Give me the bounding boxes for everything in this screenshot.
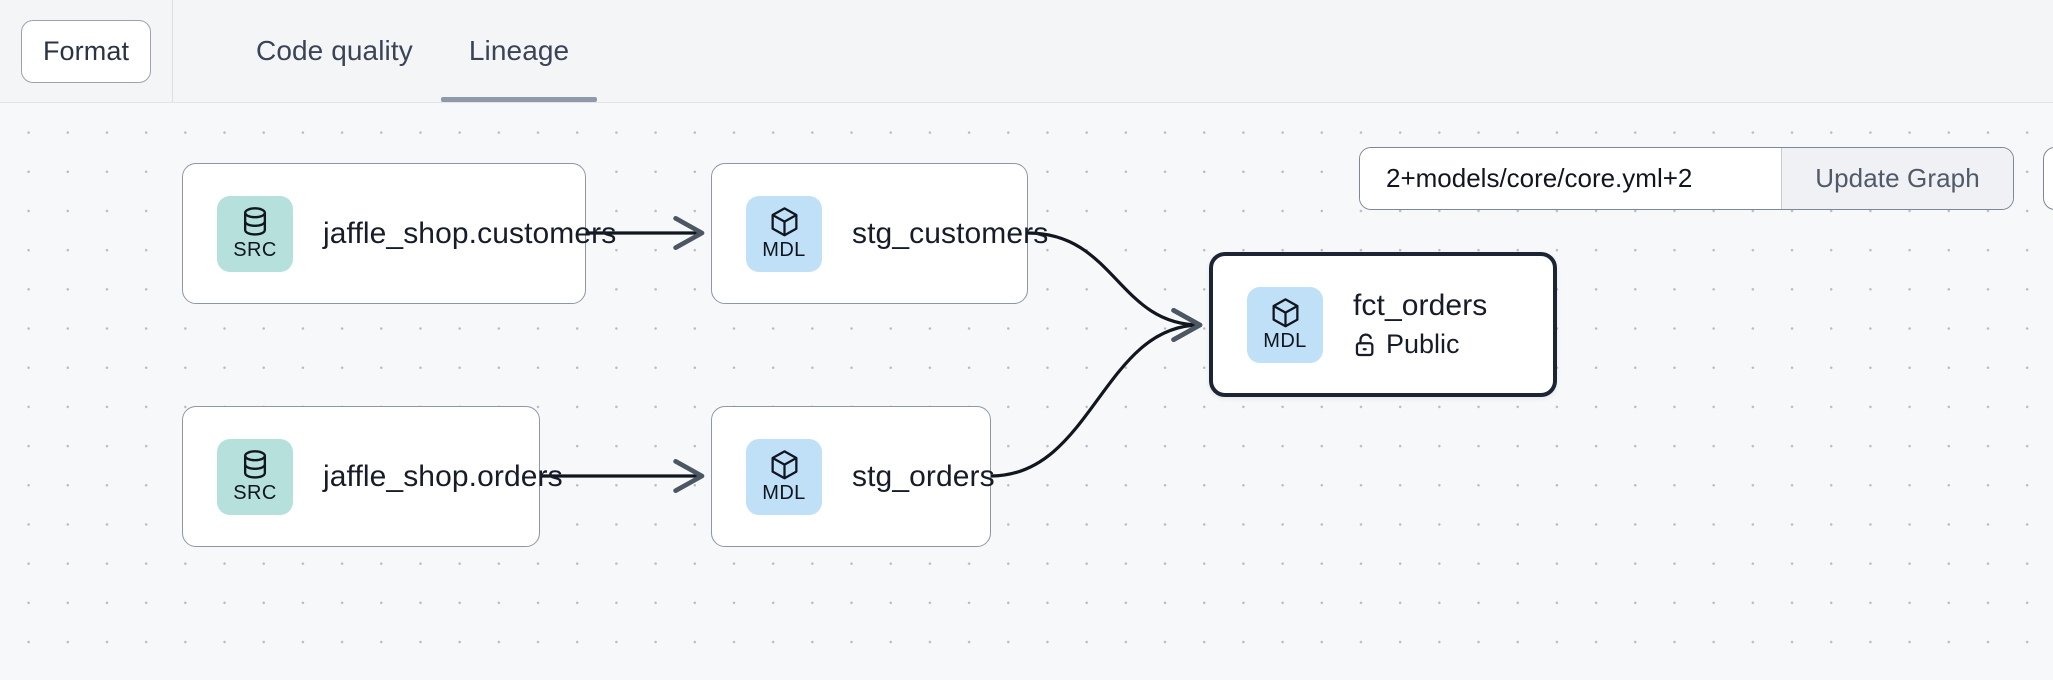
node-body: stg_customers bbox=[852, 217, 1048, 251]
tab-lineage[interactable]: Lineage bbox=[440, 0, 598, 102]
graph-node-jaffle-shop-customers[interactable]: SRC jaffle_shop.customers bbox=[182, 163, 616, 304]
graph-node-stg-customers[interactable]: MDL stg_customers bbox=[711, 163, 1048, 304]
tab-code-quality-label: Code quality bbox=[256, 35, 413, 66]
tab-code-quality[interactable]: Code quality bbox=[228, 0, 441, 102]
tab-underline-active bbox=[440, 97, 598, 102]
node-type-badge-src: SRC bbox=[217, 438, 293, 515]
node-type-badge-label: SRC bbox=[233, 239, 277, 261]
node-body: stg_orders bbox=[852, 460, 995, 494]
unlock-icon bbox=[1355, 332, 1374, 356]
node-type-badge-label: MDL bbox=[1263, 330, 1307, 352]
graph-aux-control[interactable] bbox=[2043, 147, 2053, 210]
node-type-badge-src: SRC bbox=[217, 195, 293, 272]
node-title: fct_orders bbox=[1353, 289, 1488, 322]
edge-stg-customers-to-fct bbox=[1027, 231, 1203, 342]
toolbar-divider bbox=[172, 0, 173, 102]
database-icon bbox=[243, 450, 267, 479]
cube-icon bbox=[1272, 298, 1298, 328]
node-type-badge-mdl: MDL bbox=[746, 195, 822, 272]
database-icon bbox=[243, 207, 267, 236]
node-title: stg_orders bbox=[852, 459, 995, 493]
format-button-zone: Format bbox=[0, 0, 172, 102]
graph-selector-input[interactable] bbox=[1360, 148, 1781, 209]
node-body: jaffle_shop.orders bbox=[323, 460, 563, 494]
cube-icon bbox=[771, 450, 797, 480]
node-type-badge-label: MDL bbox=[762, 482, 806, 504]
graph-node-stg-orders[interactable]: MDL stg_orders bbox=[711, 406, 995, 547]
graph-node-jaffle-shop-orders[interactable]: SRC jaffle_shop.orders bbox=[182, 406, 563, 547]
node-title: stg_customers bbox=[852, 216, 1049, 250]
tab-bar: Code quality Lineage bbox=[173, 0, 598, 102]
lineage-canvas[interactable]: SRC jaffle_shop.customers MDL stg_custom… bbox=[0, 103, 2053, 680]
graph-selector-group: Update Graph bbox=[1359, 147, 2014, 210]
format-button[interactable]: Format bbox=[21, 19, 151, 83]
node-type-badge-label: SRC bbox=[233, 482, 277, 504]
cube-icon bbox=[771, 207, 797, 237]
node-type-badge-mdl: MDL bbox=[1247, 286, 1323, 363]
node-body: fct_orders Public bbox=[1353, 289, 1487, 360]
editor-toolbar: Format Code quality Lineage bbox=[0, 0, 2053, 103]
node-access-badge: Public bbox=[1353, 329, 1487, 360]
node-title: jaffle_shop.customers bbox=[323, 216, 617, 250]
tab-lineage-label: Lineage bbox=[468, 35, 570, 66]
edge-stg-orders-to-fct bbox=[990, 308, 1203, 478]
graph-node-fct-orders[interactable]: MDL fct_orders Public bbox=[1209, 252, 1557, 397]
update-graph-button[interactable]: Update Graph bbox=[1781, 148, 2013, 209]
node-type-badge-label: MDL bbox=[762, 239, 806, 261]
node-type-badge-mdl: MDL bbox=[746, 438, 822, 515]
node-access-label: Public bbox=[1386, 329, 1460, 359]
node-title: jaffle_shop.orders bbox=[323, 459, 563, 493]
node-body: jaffle_shop.customers bbox=[323, 217, 616, 251]
